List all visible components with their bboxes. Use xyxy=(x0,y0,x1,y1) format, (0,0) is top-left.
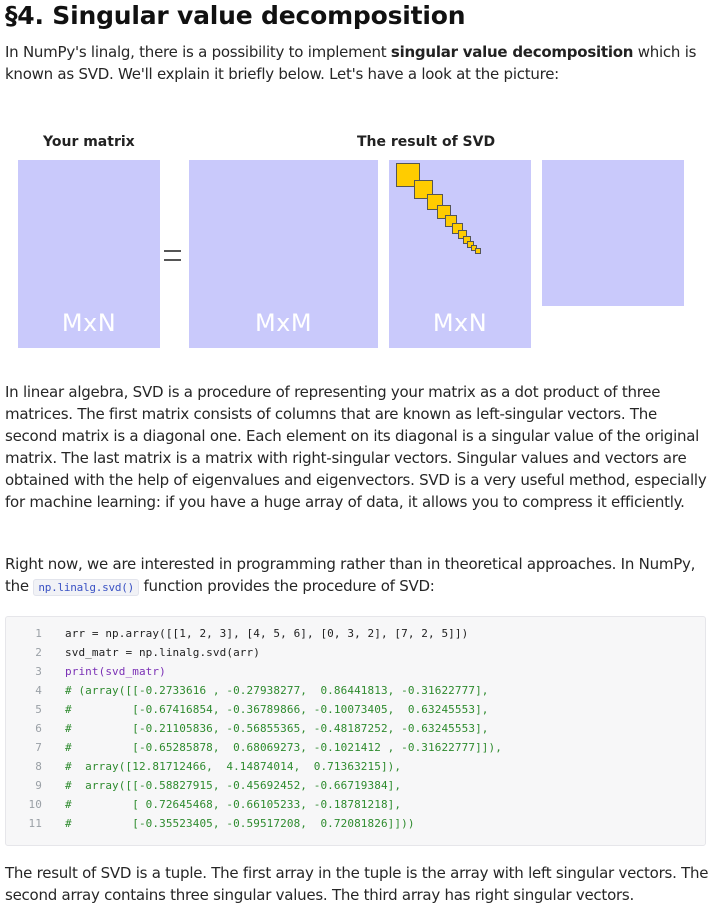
explanation-paragraph: In linear algebra, SVD is a procedure of… xyxy=(5,383,707,511)
diagonal-square xyxy=(475,248,481,254)
line-number: 9 xyxy=(35,779,42,792)
section-heading: §4. Singular value decomposition xyxy=(5,1,466,30)
inline-code-svd: np.linalg.svd() xyxy=(33,579,139,596)
matrix-original-label: MxN xyxy=(61,309,117,337)
line-number: 7 xyxy=(35,741,42,754)
line-number: 3 xyxy=(35,665,42,678)
code-text: print(svd_matr) xyxy=(65,665,166,678)
matrix-left-singular-label: MxM xyxy=(254,309,313,337)
programming-text-start: Right now, we are interested in programm… xyxy=(5,555,696,595)
result-paragraph: The result of SVD is a tuple. The first … xyxy=(5,864,709,904)
code-comment: # [-0.21105836, -0.56855365, -0.48187252… xyxy=(65,722,489,735)
line-number: 4 xyxy=(35,684,42,697)
caption-svd-result: The result of SVD xyxy=(357,134,496,150)
equals-sign xyxy=(164,250,181,261)
line-number: 8 xyxy=(35,760,42,773)
matrix-diagonal-label: MxN xyxy=(432,309,488,337)
caption-your-matrix: Your matrix xyxy=(43,134,135,150)
line-number: 1 xyxy=(35,627,42,640)
matrix-left-singular: MxM xyxy=(189,160,378,348)
code-comment: # [-0.35523405, -0.59517208, 0.72081826]… xyxy=(65,817,415,830)
code-comment: # [-0.65285878, 0.68069273, -0.1021412 ,… xyxy=(65,741,502,754)
intro-text-end: which is known as SVD. We'll explain it … xyxy=(5,43,697,83)
matrix-diagonal: MxN xyxy=(389,160,531,348)
code-comment: # (array([[-0.2733616 , -0.27938277, 0.8… xyxy=(65,684,489,697)
line-number: 5 xyxy=(35,703,42,716)
code-text: svd_matr = np.linalg.svd(arr) xyxy=(65,646,260,659)
intro-text-start: In NumPy's linalg, there is a possibilit… xyxy=(5,43,391,61)
code-text: arr = np.array([[1, 2, 3], [4, 5, 6], [0… xyxy=(65,627,469,640)
intro-bold-term: singular value decomposition xyxy=(390,43,634,61)
diagonal-square xyxy=(452,223,463,234)
svd-figure: Your matrix The result of SVD MxN MxM Mx… xyxy=(0,120,726,360)
code-comment: # array([12.81712466, 4.14874014, 0.7136… xyxy=(65,760,402,773)
code-comment: # [ 0.72645468, -0.66105233, -0.18781218… xyxy=(65,798,402,811)
programming-paragraph: Right now, we are interested in programm… xyxy=(5,553,710,599)
line-number: 11 xyxy=(28,817,42,830)
diagonal-square xyxy=(467,241,474,248)
line-number: 2 xyxy=(35,646,42,659)
code-comment: # [-0.67416854, -0.36789866, -0.10073405… xyxy=(65,703,489,716)
line-number: 6 xyxy=(35,722,42,735)
code-comment: # array([[-0.58827915, -0.45692452, -0.6… xyxy=(65,779,402,792)
matrix-right-singular: NxN xyxy=(542,160,684,339)
matrix-original: MxN xyxy=(18,160,160,348)
code-block[interactable]: 1 arr = np.array([[1, 2, 3], [4, 5, 6], [… xyxy=(5,616,706,846)
diagonal-square xyxy=(458,230,467,239)
line-number: 10 xyxy=(28,798,42,811)
programming-text-end: function provides the procedure of SVD: xyxy=(138,577,435,595)
intro-paragraph: In NumPy's linalg, there is a possibilit… xyxy=(5,41,710,85)
matrix-right-singular-label: NxN xyxy=(587,311,639,339)
